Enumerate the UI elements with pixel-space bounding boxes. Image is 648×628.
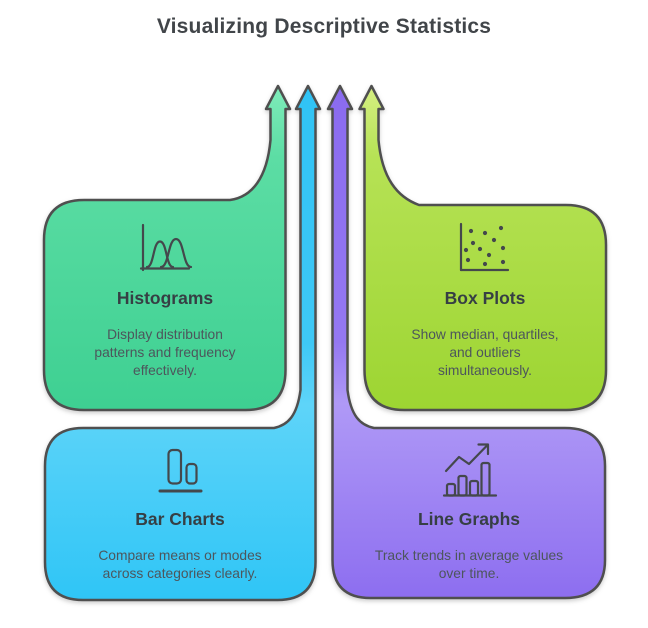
histograms-card-arrow-shape (42, 84, 292, 412)
page-title: Visualizing Descriptive Statistics (156, 15, 492, 38)
line-graph-icon (442, 443, 498, 497)
line-graphs-card-arrow-shape (326, 84, 607, 600)
scatter-icon (459, 222, 510, 272)
bar-charts-card-arrow-shape (43, 84, 322, 602)
bar-chart-icon (158, 448, 203, 493)
histogram-icon (139, 223, 193, 272)
box-plots-card-arrow-shape (358, 84, 608, 412)
